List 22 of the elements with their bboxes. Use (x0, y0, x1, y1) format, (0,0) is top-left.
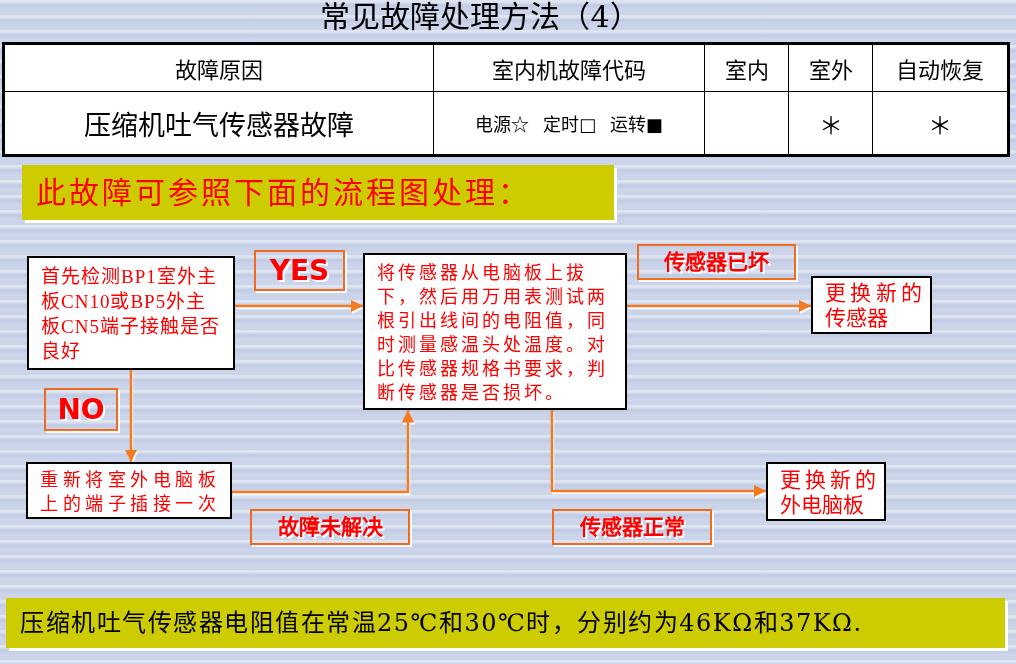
table-cell: 室内 (704, 43, 789, 92)
edge-label: 传感器已坏 (637, 244, 796, 280)
process-box: 首先检测BP1室外主板CN10或BP5外主板CN5端子接触是否良好 (27, 256, 235, 370)
banner: 此故障可参照下面的流程图处理： (22, 165, 614, 220)
table-cell: 故障原因 (3, 43, 434, 92)
arrow (232, 410, 415, 494)
title: 常见故障处理方法（4） (319, 0, 641, 36)
process-box: 将传感器从电脑板上拔下，然后用万用表测试两根引出线间的电阻值，同时测量感温头处温度。对比传感器规格书要求，判断传感器是否损坏。 (363, 253, 627, 410)
arrow (124, 370, 138, 462)
banner: 压缩机吐气传感器电阻值在常温25℃和30℃时，分别约为46KΩ和37KΩ. (6, 598, 1005, 648)
process-box: 更换新的传感器 (811, 276, 932, 334)
process-box: 重新将室外电脑板上的端子插接一次 (26, 462, 232, 519)
arrow (235, 299, 363, 313)
arrow (627, 299, 811, 313)
table-cell: 室内机故障代码 (433, 43, 705, 92)
arrow (550, 410, 766, 498)
edge-label: NO (44, 388, 118, 431)
edge-label: YES (254, 250, 345, 291)
edge-label: 故障未解决 (250, 509, 410, 545)
process-box: 更换新的外电脑板 (766, 462, 886, 521)
table-cell: 室外 (788, 43, 873, 92)
edge-label: 传感器正常 (552, 509, 712, 545)
